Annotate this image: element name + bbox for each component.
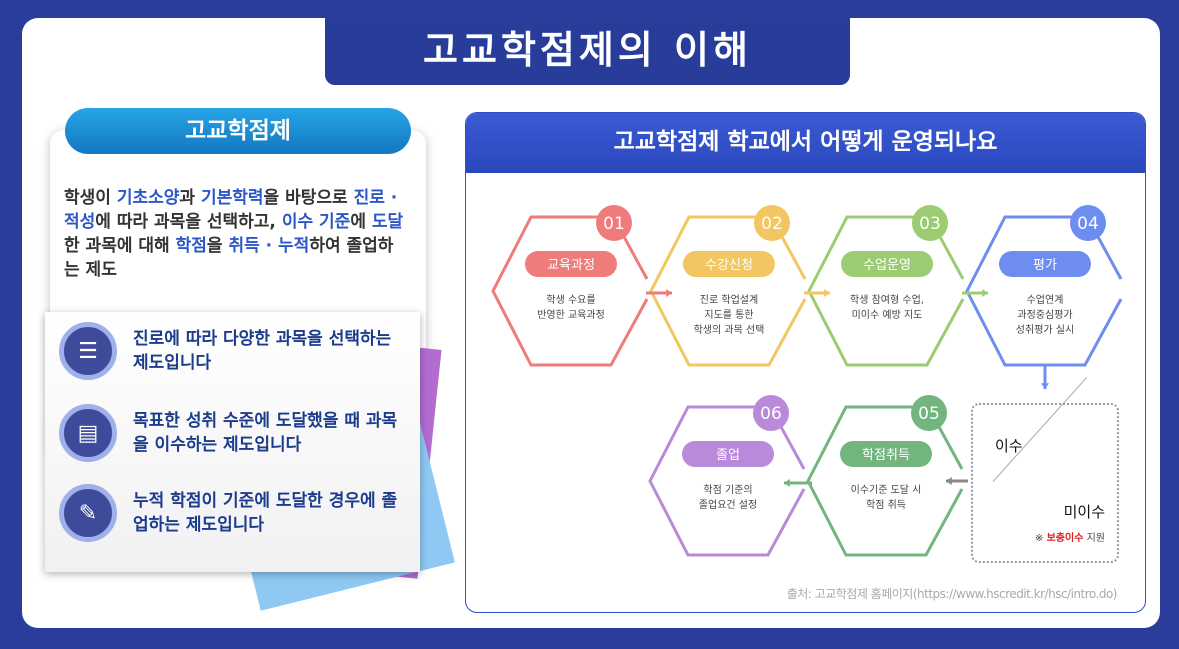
step-number-badge bbox=[754, 205, 790, 241]
arrow-icon bbox=[946, 477, 968, 485]
hexagon-outline bbox=[806, 405, 964, 557]
step-number: 01 bbox=[603, 214, 625, 234]
step-label: 졸업 bbox=[716, 448, 740, 463]
arrow-icon bbox=[784, 479, 812, 487]
remedial-note: ※ 보충이수 지원 bbox=[1035, 533, 1105, 544]
source-note: 출처: 고교학점제 홈페이지(https://www.hscredit.kr/h… bbox=[786, 587, 1118, 601]
fail-label: 미이수 bbox=[1063, 503, 1105, 521]
hexagon-outline bbox=[965, 215, 1123, 367]
arrow-icon bbox=[646, 289, 672, 297]
step-description: 학점 취득 bbox=[866, 499, 906, 511]
step-description: 과정중심평가 bbox=[1017, 309, 1072, 321]
step-description: 학생 수요를 bbox=[546, 294, 595, 306]
pass-label: 이수 bbox=[995, 437, 1023, 455]
hexagon-edge bbox=[936, 424, 964, 470]
feature-item: ☰ 진로에 따라 다양한 과목을 선택하는 제도입니다 bbox=[59, 322, 403, 380]
step-description: 학점 기준의 bbox=[703, 484, 752, 496]
step-label: 수강신청 bbox=[705, 258, 753, 273]
step-label: 학점취득 bbox=[862, 448, 910, 463]
hexagon-edge bbox=[779, 234, 807, 280]
step-number: 04 bbox=[1077, 214, 1099, 234]
hexagon-outline bbox=[649, 215, 807, 367]
feature-item: ✎ 누적 학점이 기준에 도달한 경우에 졸업하는 제도입니다 bbox=[59, 484, 403, 542]
step-description: 반영한 교육과정 bbox=[537, 309, 605, 321]
feature-text: 진로에 따라 다양한 과목을 선택하는 제도입니다 bbox=[133, 329, 392, 373]
step-number-badge bbox=[753, 395, 789, 431]
hexagon-outline bbox=[807, 215, 965, 367]
step-label-pill bbox=[683, 251, 775, 277]
step-description: 이수기준 도달 시 bbox=[851, 484, 922, 496]
step-number-badge bbox=[596, 205, 632, 241]
process-header: 고교학점제 학교에서 어떻게 운영되나요 bbox=[466, 113, 1145, 173]
hexagon-edge bbox=[937, 234, 965, 280]
hexagon-outline bbox=[648, 405, 806, 557]
step-description: 지도를 통한 bbox=[704, 309, 753, 321]
intro-heading: 고교학점제 bbox=[65, 108, 411, 154]
arrow-icon bbox=[804, 289, 830, 297]
page-title: 고교학점제의 이해 bbox=[325, 18, 850, 85]
step-number-badge bbox=[912, 205, 948, 241]
document-icon: ▤ bbox=[59, 404, 117, 462]
step-description: 수업연계 bbox=[1027, 293, 1064, 306]
step-label: 수업운영 bbox=[863, 258, 911, 273]
step-description: 졸업요건 설정 bbox=[699, 498, 757, 511]
step-description: 성취평가 실시 bbox=[1016, 324, 1074, 336]
step-number: 02 bbox=[761, 214, 783, 234]
hexagon-outline bbox=[491, 215, 649, 367]
step-description: 진로 학업설계 bbox=[700, 293, 758, 306]
step-number: 05 bbox=[918, 404, 940, 424]
arrow-icon bbox=[962, 289, 988, 297]
arrow-icon bbox=[1041, 365, 1049, 389]
diploma-icon: ✎ bbox=[59, 484, 117, 542]
hexagon-edge bbox=[1095, 234, 1123, 280]
feature-item: ▤ 목표한 성취 수준에 도달했을 때 과목을 이수하는 제도입니다 bbox=[59, 404, 403, 462]
feature-text: 목표한 성취 수준에 도달했을 때 과목을 이수하는 제도입니다 bbox=[133, 411, 398, 455]
step-label-pill bbox=[999, 251, 1091, 277]
step-number: 03 bbox=[919, 214, 941, 234]
server-icon: ☰ bbox=[59, 322, 117, 380]
step-label-pill bbox=[840, 441, 932, 467]
step-number-badge bbox=[1070, 205, 1106, 241]
feature-text: 누적 학점이 기준에 도달한 경우에 졸업하는 제도입니다 bbox=[133, 491, 398, 535]
step-number: 06 bbox=[760, 404, 782, 424]
step-label-pill bbox=[841, 251, 933, 277]
step-description: 학생 참여형 수업, bbox=[850, 293, 924, 306]
step-label-pill bbox=[525, 251, 617, 277]
step-label: 교육과정 bbox=[547, 258, 595, 273]
step-number-badge bbox=[911, 395, 947, 431]
feature-sheet: ☰ 진로에 따라 다양한 과목을 선택하는 제도입니다 ▤ 목표한 성취 수준에 도… bbox=[45, 312, 420, 572]
hexagon-edge bbox=[621, 234, 649, 280]
step-description: 학생의 과목 선택 bbox=[694, 324, 765, 336]
step-description: 미이수 예방 지도 bbox=[852, 309, 923, 321]
completion-box: 이수 미이수 ※ 보충이수 지원 bbox=[971, 377, 1119, 563]
step-label: 평가 bbox=[1033, 258, 1057, 273]
step-label-pill bbox=[682, 441, 774, 467]
intro-description: 학생이 기초소양과 기본학력을 바탕으로 진로 · 적성에 따라 과목을 선택하… bbox=[64, 188, 404, 280]
hexagon-edge bbox=[778, 424, 806, 470]
